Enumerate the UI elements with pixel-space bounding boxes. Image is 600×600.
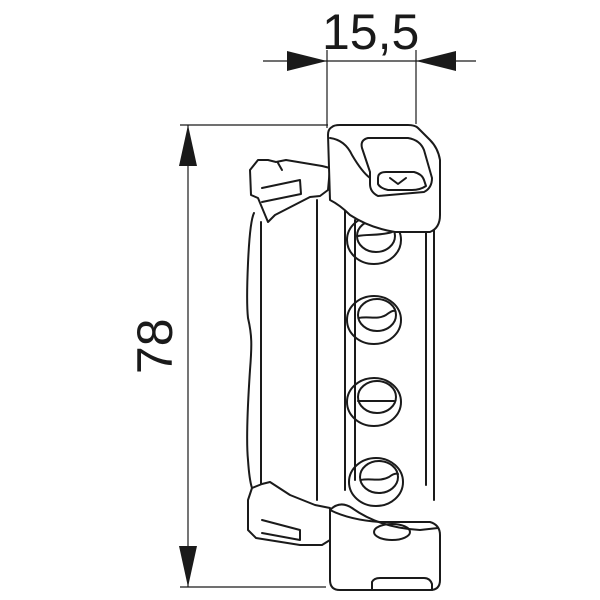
screw-hole-4 <box>348 457 404 507</box>
hinge-part <box>246 124 441 591</box>
screw-hole-3 <box>346 377 402 427</box>
arrow-left-icon <box>416 51 456 71</box>
height-dimension: 78 <box>127 124 328 588</box>
top-slot-outer <box>360 137 433 197</box>
arrow-down-icon <box>179 546 197 587</box>
top-knuckle <box>327 124 441 233</box>
top-left-clip <box>249 159 331 223</box>
bottom-slot <box>373 523 411 541</box>
arrow-right-icon <box>287 51 327 71</box>
arrow-up-icon <box>179 125 197 166</box>
bottom-left-clip-detail <box>261 519 301 541</box>
top-slot-inner <box>377 171 427 191</box>
bottom-knuckle-seam <box>329 503 439 531</box>
top-knuckle-seam <box>329 137 371 179</box>
screw-hole-2 <box>346 295 402 345</box>
bottom-notch <box>371 577 433 591</box>
width-dimension-label: 15,5 <box>322 4 419 60</box>
width-dimension: 15,5 <box>263 4 476 128</box>
top-left-clip-detail <box>261 179 302 203</box>
height-dimension-label: 78 <box>127 318 183 374</box>
left-leaf-outline <box>246 212 255 489</box>
